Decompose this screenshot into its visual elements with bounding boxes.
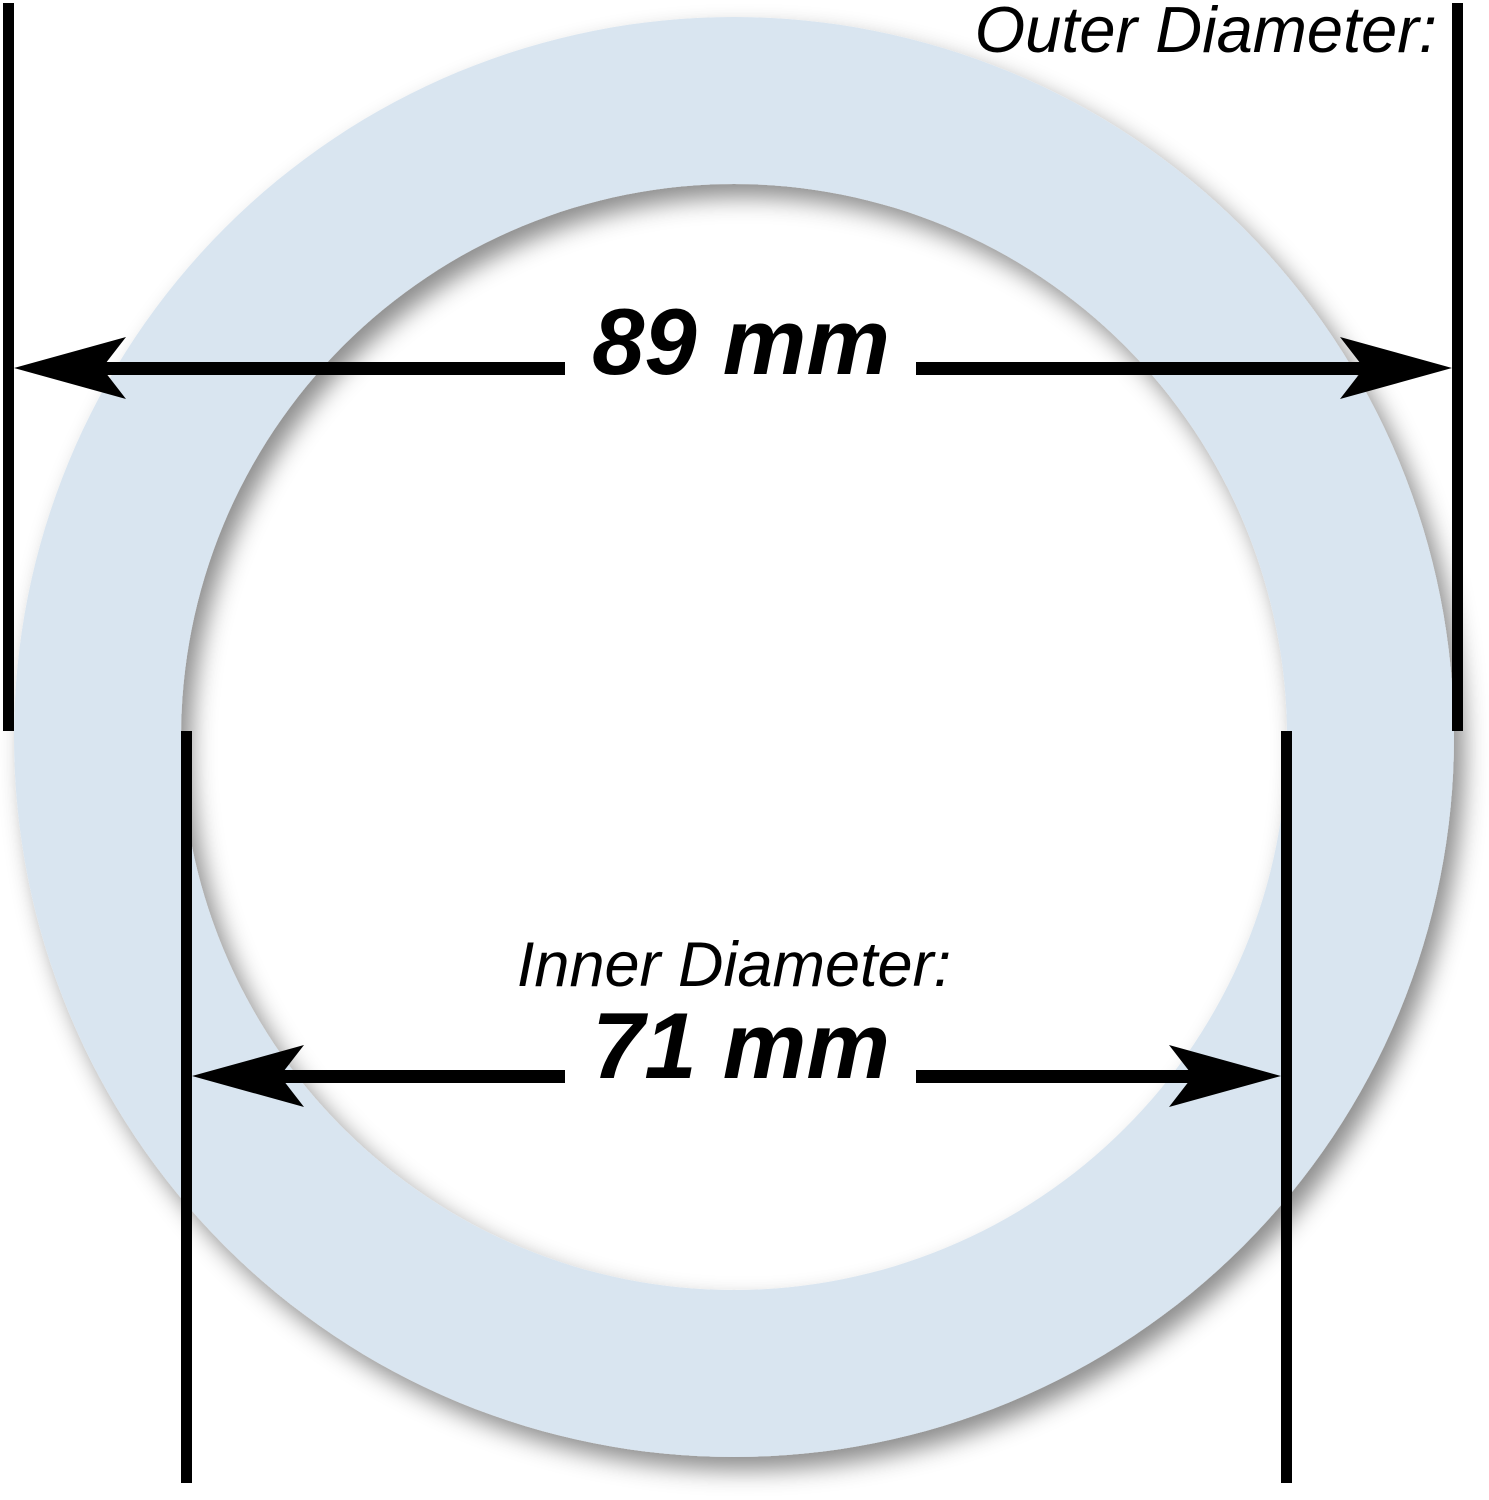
inner-dimension-group: Inner Diameter: 71 mm — [181, 731, 1292, 1483]
inner-diameter-value: 71 mm — [592, 993, 890, 1098]
inner-extension-line-right — [1281, 731, 1292, 1483]
outer-diameter-label: Outer Diameter: — [975, 0, 1437, 66]
outer-extension-line-left — [3, 3, 14, 731]
outer-dimension-line-left — [102, 362, 565, 375]
outer-arrowhead-left-icon — [14, 337, 126, 399]
outer-diameter-value: 89 mm — [592, 289, 890, 394]
outer-dimension-line-right — [916, 362, 1364, 375]
inner-dimension-line-left — [280, 1070, 565, 1083]
outer-dimension-group: Outer Diameter: 89 mm — [3, 0, 1463, 731]
inner-arrowhead-right-icon — [1169, 1045, 1281, 1107]
inner-diameter-label: Inner Diameter: — [517, 930, 951, 1000]
inner-dimension-line-right — [916, 1070, 1193, 1083]
outer-arrowhead-right-icon — [1340, 337, 1452, 399]
outer-extension-line-right — [1452, 3, 1463, 731]
inner-arrowhead-left-icon — [192, 1045, 304, 1107]
gasket-ring-shape — [14, 17, 1454, 1457]
inner-extension-line-left — [181, 731, 192, 1483]
